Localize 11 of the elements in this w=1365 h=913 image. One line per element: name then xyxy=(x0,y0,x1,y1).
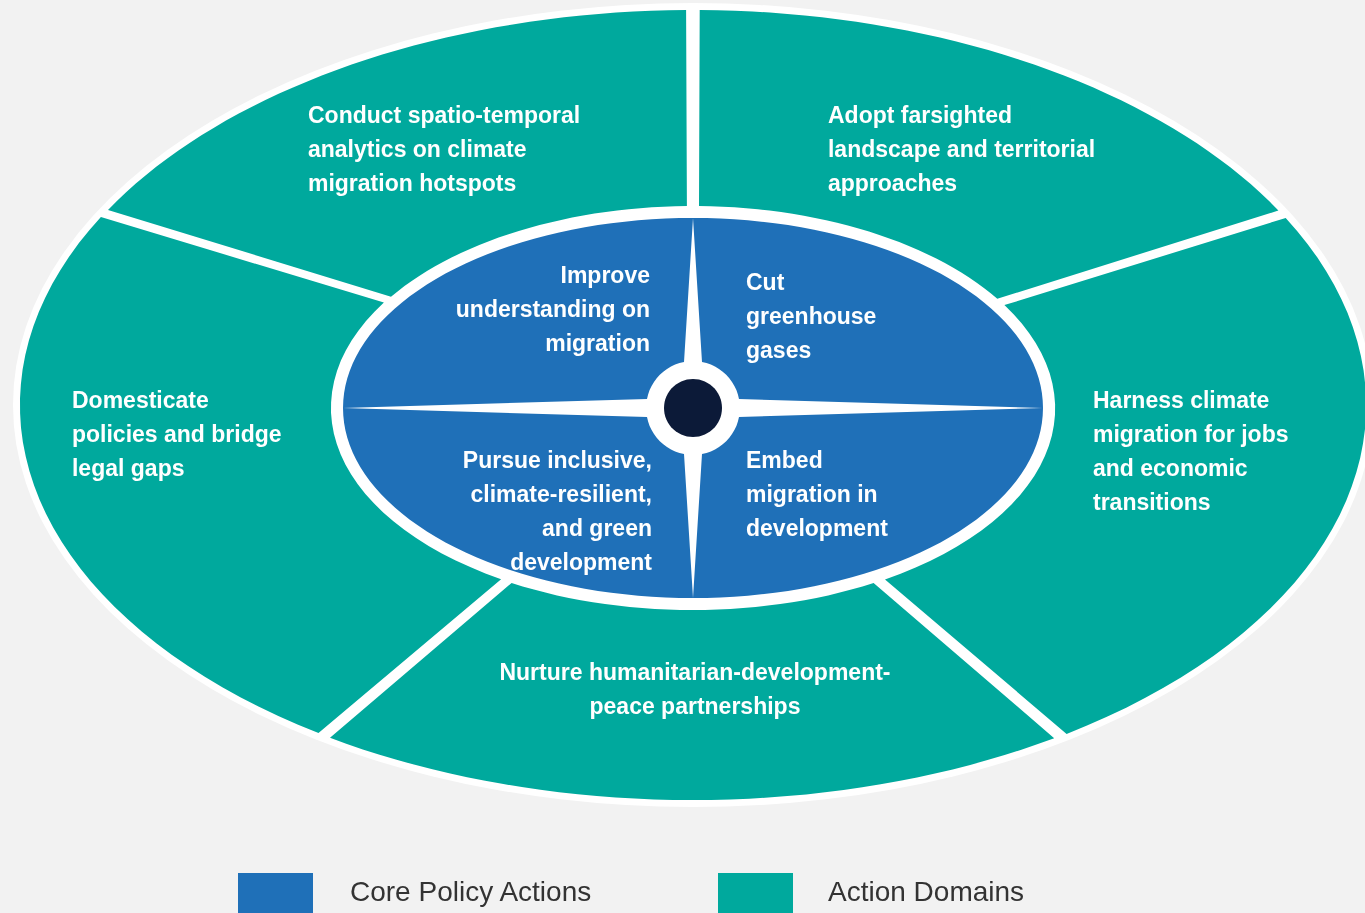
policy-action-label: Improve understanding on migration xyxy=(455,261,650,358)
action-domain-label: Conduct spatio-temporal analytics on climate migration hotspots xyxy=(308,101,582,198)
legend-label: Core Policy Actions xyxy=(350,876,592,908)
action-domain-label: Domesticate policies and bridge legal gaps xyxy=(72,386,283,483)
policy-action-label: Embed migration in development xyxy=(746,446,889,543)
policy-action-label: Cut greenhouse gases xyxy=(746,268,878,365)
legend-label: Action Domains xyxy=(828,876,1025,908)
action-domain-label: Harness climate migration for jobs and economic transitions xyxy=(1093,386,1290,517)
policy-action-label: Pursue inclusive, climate-resilient, and green development xyxy=(461,446,652,577)
action-domain-label: Nurture humanitarian-development-peace partnerships xyxy=(498,658,892,721)
action-domain-label: Adopt farsighted landscape and territorial approaches xyxy=(828,101,1097,198)
